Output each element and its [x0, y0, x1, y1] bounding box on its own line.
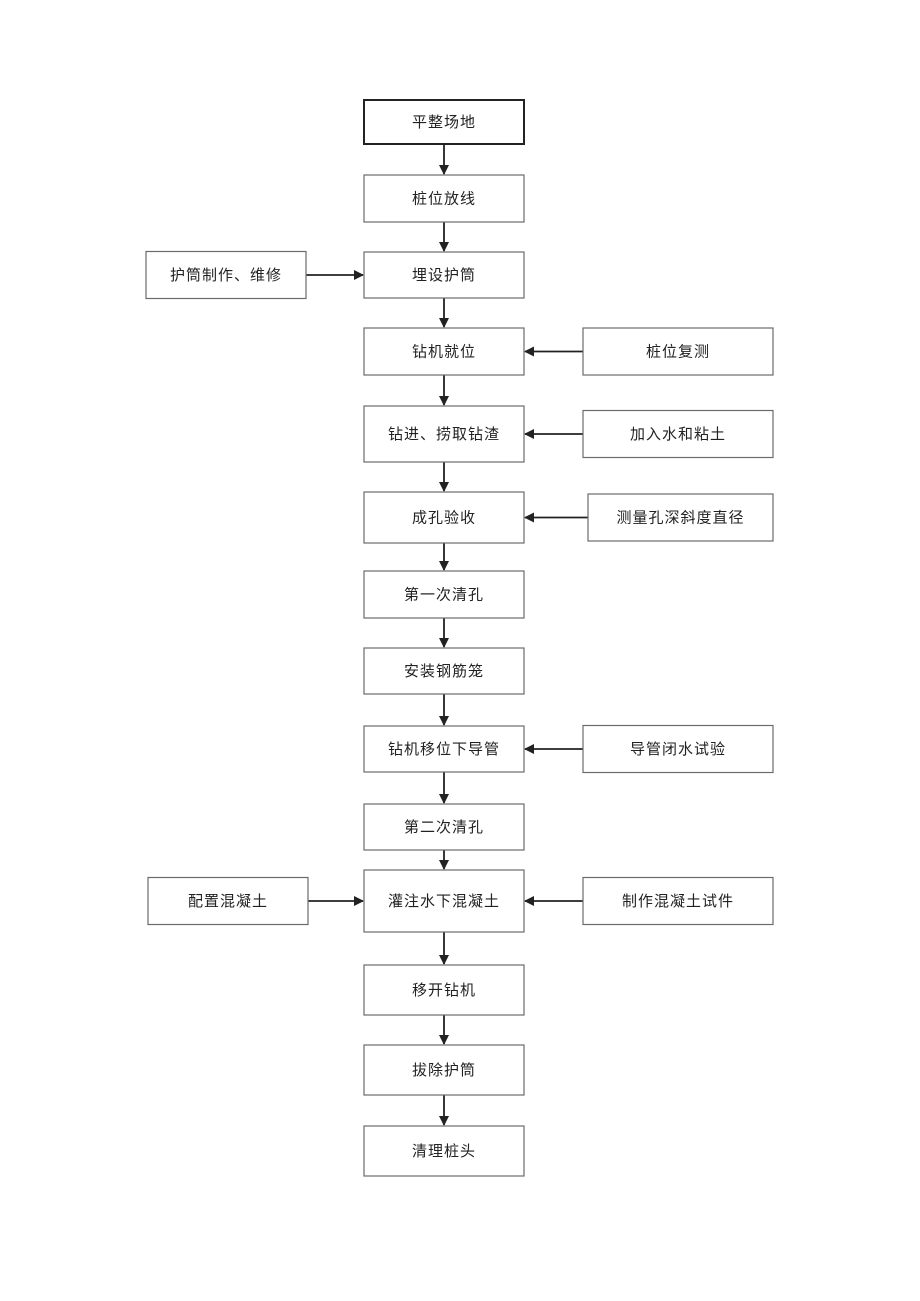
step-4-label: 钻机就位: [412, 343, 476, 361]
step-13-label: 拔除护筒: [412, 1061, 476, 1079]
step-8: 安装钢筋笼: [363, 647, 525, 695]
step-13: 拔除护筒: [363, 1044, 525, 1096]
left-input-2: 配置混凝土: [147, 876, 309, 926]
right-input-4: 导管闭水试验: [582, 724, 774, 774]
right-input-3: 测量孔深斜度直径: [587, 493, 774, 542]
step-10-box: [363, 803, 525, 851]
step-8-label: 安装钢筋笼: [404, 662, 484, 680]
right-input-4-box: [582, 724, 774, 774]
step-4-box: [363, 327, 525, 376]
right-input-2-label: 加入水和粘土: [630, 425, 726, 443]
right-input-3-label: 测量孔深斜度直径: [616, 509, 744, 527]
step-7-box: [363, 570, 525, 619]
step-1-label: 平整场地: [412, 113, 476, 131]
step-1: 平整场地: [363, 99, 525, 145]
step-3-box: [363, 251, 525, 299]
right-input-5: 制作混凝土试件: [582, 876, 774, 926]
step-6: 成孔验收: [363, 491, 525, 544]
step-2: 桩位放线: [363, 174, 525, 223]
step-14: 清理桩头: [363, 1125, 525, 1177]
step-7-label: 第一次清孔: [404, 586, 484, 604]
right-input-3-box: [587, 493, 774, 542]
right-input-2-box: [582, 409, 774, 459]
step-10: 第二次清孔: [363, 803, 525, 851]
step-5-box: [363, 405, 525, 463]
step-3: 埋设护筒: [363, 251, 525, 299]
step-5: 钻进、捞取钻渣: [363, 405, 525, 463]
step-8-box: [363, 647, 525, 695]
step-11-label: 灌注水下混凝土: [388, 892, 500, 910]
right-input-1-box: [582, 327, 774, 376]
step-5-label: 钻进、捞取钻渣: [388, 425, 500, 443]
step-14-box: [363, 1125, 525, 1177]
step-3-label: 埋设护筒: [412, 266, 476, 284]
step-1-box: [363, 99, 525, 145]
step-4: 钻机就位: [363, 327, 525, 376]
step-11-box: [363, 869, 525, 933]
step-14-label: 清理桩头: [412, 1142, 476, 1160]
step-12: 移开钻机: [363, 964, 525, 1016]
left-input-2-box: [147, 876, 309, 926]
step-11: 灌注水下混凝土: [363, 869, 525, 933]
step-12-label: 移开钻机: [412, 981, 476, 999]
left-input-1: 护筒制作、维修: [145, 250, 307, 300]
right-input-1-label: 桩位复测: [646, 343, 710, 361]
step-7: 第一次清孔: [363, 570, 525, 619]
step-9-box: [363, 725, 525, 773]
step-6-label: 成孔验收: [412, 509, 476, 527]
step-13-box: [363, 1044, 525, 1096]
right-input-5-box: [582, 876, 774, 926]
step-9: 钻机移位下导管: [363, 725, 525, 773]
step-9-label: 钻机移位下导管: [388, 740, 500, 758]
step-10-label: 第二次清孔: [404, 818, 484, 836]
right-input-2: 加入水和粘土: [582, 409, 774, 459]
right-input-5-label: 制作混凝土试件: [622, 892, 734, 910]
step-2-box: [363, 174, 525, 223]
step-6-box: [363, 491, 525, 544]
left-input-1-box: [145, 250, 307, 300]
right-input-4-label: 导管闭水试验: [630, 740, 726, 758]
step-2-label: 桩位放线: [412, 190, 476, 208]
step-12-box: [363, 964, 525, 1016]
left-input-2-label: 配置混凝土: [188, 892, 268, 910]
left-input-1-label: 护筒制作、维修: [170, 266, 282, 284]
right-input-1: 桩位复测: [582, 327, 774, 376]
